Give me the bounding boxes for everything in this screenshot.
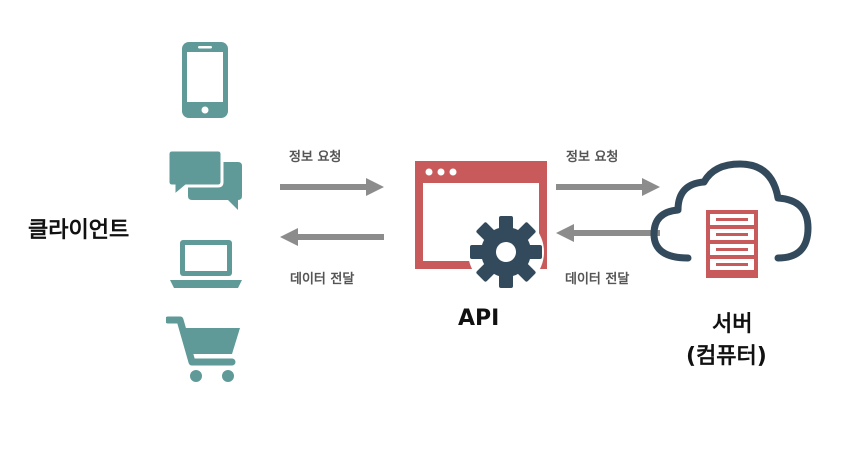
arrow-response-to-api [556,224,660,242]
client-label: 클라이언트 [28,218,130,243]
smartphone-icon [182,42,228,118]
arrow-response-to-client [280,228,384,246]
arrow-label-response-to-client: 데이터 전달 [290,272,355,287]
server-label: 서버 [712,312,753,337]
gear-icon [468,214,544,290]
arrow-label-request-to-server: 정보 요청 [566,150,619,165]
server-sublabel: (컴퓨터) [686,344,767,369]
cloud-icon [650,160,812,262]
chat-bubbles-icon [168,148,242,210]
laptop-icon [170,240,242,288]
server-rack-icon [700,204,764,284]
arrow-label-request-to-api: 정보 요청 [289,150,342,165]
arrow-label-response-to-api: 데이터 전달 [565,272,630,287]
api-label: API [458,306,500,331]
arrow-request-to-api [280,178,384,196]
arrow-request-to-server [556,178,660,196]
shopping-cart-icon [166,316,240,382]
